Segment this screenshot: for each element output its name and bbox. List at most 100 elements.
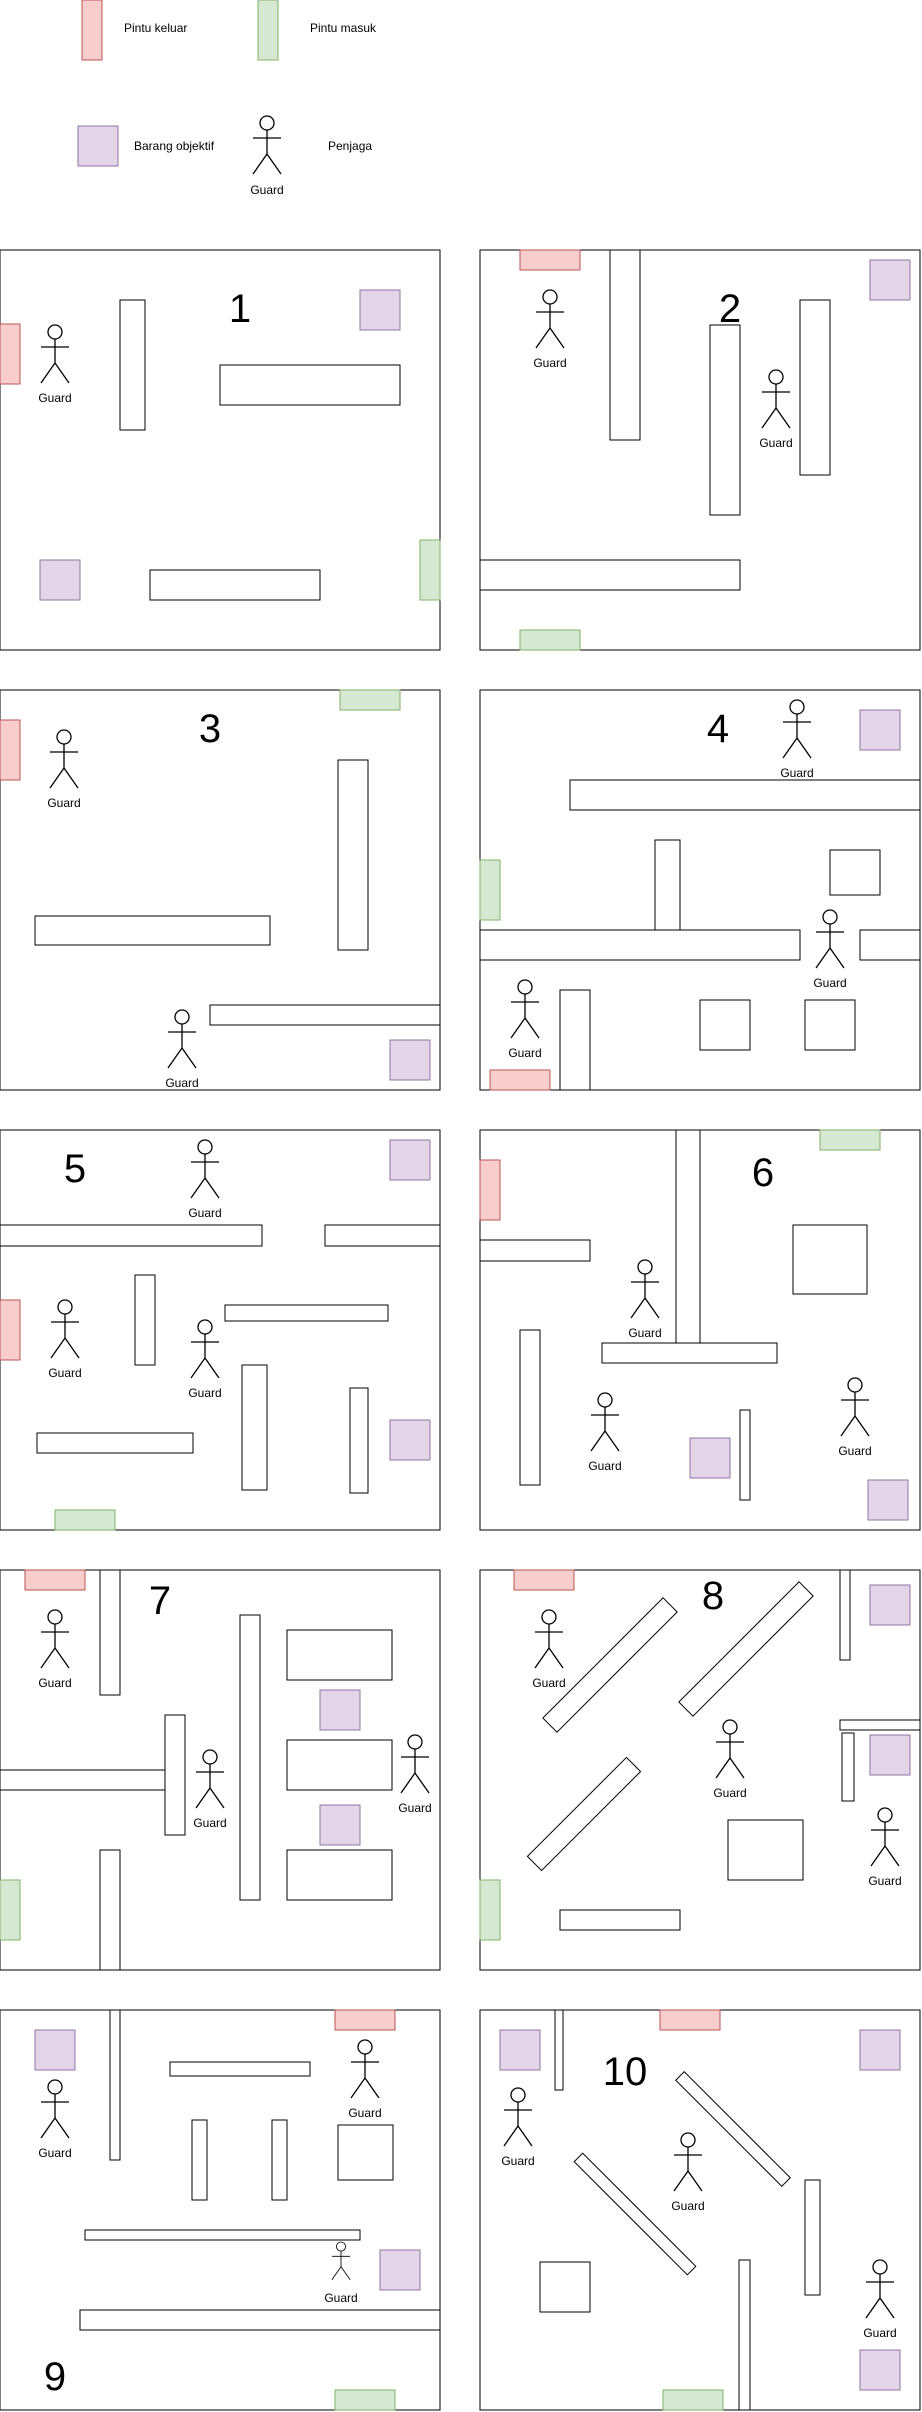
- guard-icon: [510, 979, 540, 1039]
- wall: [519, 1329, 541, 1486]
- guard-label: Guard: [759, 436, 792, 450]
- crate: [699, 999, 751, 1051]
- wall: [569, 779, 921, 811]
- entry-door: [334, 2389, 396, 2411]
- entry-door: [339, 689, 401, 711]
- objective-item: [859, 709, 901, 751]
- guard-icon: [400, 1734, 430, 1794]
- guard-label: Guard: [38, 1676, 71, 1690]
- crate: [804, 999, 856, 1051]
- crate: [727, 1819, 804, 1881]
- map-number: 6: [752, 1151, 774, 1195]
- wall: [224, 1304, 389, 1322]
- guard-icon: [673, 2132, 703, 2192]
- wall: [839, 1719, 921, 1731]
- legend: Pintu keluar Pintu masuk Barang objektif…: [77, 0, 377, 197]
- wall: [134, 1274, 156, 1366]
- guard-label: Guard: [38, 391, 71, 405]
- guard-icon: [782, 699, 812, 759]
- wall-diagonal: [573, 2152, 697, 2276]
- legend-exit-label: Pintu keluar: [124, 21, 187, 35]
- map-number: 10: [603, 2050, 648, 2094]
- wall: [0, 1224, 263, 1247]
- guard-icon: [190, 1139, 220, 1199]
- wall: [191, 2119, 208, 2201]
- wall: [164, 1714, 186, 1836]
- entry-door: [479, 1879, 501, 1941]
- wall: [169, 2061, 311, 2077]
- wall: [84, 2229, 361, 2241]
- guard-label: Guard: [588, 1459, 621, 1473]
- exit-door: [0, 719, 21, 781]
- wall: [0, 1769, 166, 1791]
- entry-door: [479, 859, 501, 921]
- wall: [609, 249, 641, 441]
- guard-icon: [40, 1609, 70, 1669]
- guard-label: Guard: [813, 976, 846, 990]
- exit-door: [479, 1159, 501, 1221]
- exit-door: [24, 1569, 86, 1591]
- objective-item: [359, 289, 401, 331]
- wall: [799, 299, 831, 476]
- guard-icon: [715, 1719, 745, 1779]
- entry-door: [54, 1509, 116, 1531]
- legend-guard-icon: [252, 115, 282, 175]
- wall: [479, 1239, 591, 1262]
- guard-label: Guard: [671, 2199, 704, 2213]
- guard-label: Guard: [38, 2146, 71, 2160]
- wall-diagonal: [678, 1581, 814, 1717]
- objective-item: [389, 1419, 431, 1461]
- wall: [109, 2009, 121, 2161]
- legend-guard-label: Guard: [250, 183, 283, 197]
- legend-entry-label: Pintu masuk: [310, 21, 377, 35]
- objective-item: [869, 1734, 911, 1776]
- map-frame: [479, 2009, 921, 2411]
- objective-item: [859, 2029, 901, 2071]
- map-7: 7 Guard Guard Guard: [0, 1569, 441, 1971]
- guard-label: Guard: [508, 1046, 541, 1060]
- objective-item: [867, 1479, 909, 1521]
- wall: [841, 1732, 855, 1802]
- entry-door: [519, 629, 581, 651]
- legend-exit-swatch: [81, 0, 103, 61]
- crate: [792, 1224, 868, 1295]
- objective-item: [34, 2029, 76, 2071]
- objective-item: [389, 1039, 431, 1081]
- guard-label: Guard: [348, 2106, 381, 2120]
- guard-label: Guard: [863, 2326, 896, 2340]
- guard-icon: [190, 1319, 220, 1379]
- wall: [804, 2179, 821, 2296]
- guard-icon: [630, 1259, 660, 1319]
- guard-icon: [40, 324, 70, 384]
- guard-icon: [590, 1392, 620, 1452]
- wall: [99, 1569, 121, 1696]
- map-5: 5 Guard Guard Guard: [0, 1129, 441, 1531]
- wall: [271, 2119, 288, 2201]
- exit-door: [659, 2009, 721, 2031]
- map-number: 8: [702, 1574, 724, 1618]
- entry-door: [819, 1129, 881, 1151]
- map-frame: [0, 2009, 441, 2411]
- map-3: 3 Guard Guard: [0, 689, 441, 1091]
- wall: [739, 1409, 751, 1501]
- guard-label: Guard: [48, 1366, 81, 1380]
- wall-diagonal: [542, 1597, 678, 1733]
- map-1: 1 Guard: [0, 249, 441, 651]
- guard-icon: [503, 2087, 533, 2147]
- objective-item: [859, 2349, 901, 2391]
- wall: [709, 324, 741, 516]
- guard-icon: [167, 1009, 197, 1069]
- objective-item: [389, 1139, 431, 1181]
- map-6: 6 Guard Guard Guard: [479, 1129, 921, 1531]
- crate: [286, 1739, 393, 1791]
- guard-label: Guard: [188, 1386, 221, 1400]
- guard-label: Guard: [188, 1206, 221, 1220]
- objective-item: [869, 259, 911, 301]
- crate: [286, 1629, 393, 1681]
- map-9: 9 Guard Guard Guard: [0, 2009, 441, 2411]
- guard-icon: [870, 1807, 900, 1867]
- objective-item: [39, 559, 81, 601]
- exit-door: [513, 1569, 575, 1591]
- entry-door: [419, 539, 441, 601]
